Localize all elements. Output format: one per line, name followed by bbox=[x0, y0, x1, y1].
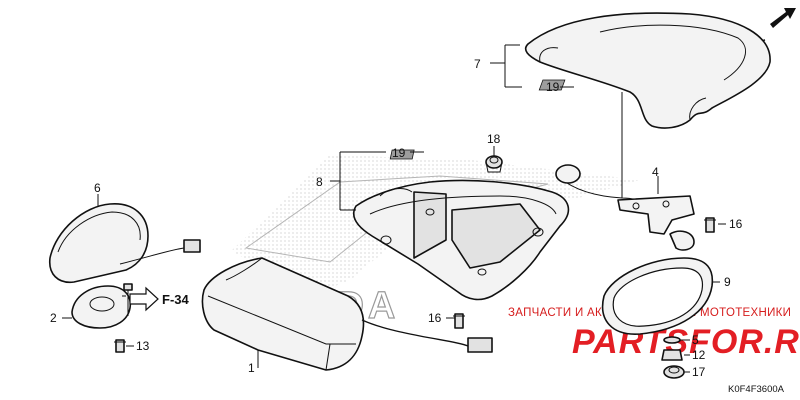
nut-12 bbox=[661, 349, 683, 361]
seal-pad-19b bbox=[389, 149, 415, 160]
callout-18: 18 bbox=[487, 132, 501, 146]
part-license-lamp-housing bbox=[71, 285, 132, 329]
screw-16-left bbox=[453, 313, 465, 329]
washer-5 bbox=[663, 336, 681, 344]
part-gasket-9 bbox=[601, 257, 714, 335]
screw-13 bbox=[114, 339, 126, 353]
front-arrow-icon bbox=[770, 8, 796, 28]
part-inner-fender bbox=[352, 149, 570, 301]
reference-f34: F-34 bbox=[129, 286, 190, 312]
connector-taillight bbox=[467, 337, 493, 353]
seal-pad-19a bbox=[538, 79, 566, 91]
callout-13: 13 bbox=[136, 339, 150, 353]
callout-16-left: 16 bbox=[428, 311, 442, 325]
callout-5: 5 bbox=[692, 333, 699, 347]
callout-4: 4 bbox=[652, 165, 659, 179]
callout-9: 9 bbox=[724, 275, 731, 289]
callout-19-middle: 19 bbox=[392, 146, 406, 160]
callout-2: 2 bbox=[50, 311, 57, 325]
part-grommet-18 bbox=[485, 155, 503, 173]
callout-labels: 1 2 4 5 6 7 8 9 12 13 16 16 17 18 19 19 bbox=[50, 57, 743, 379]
reference-label: F-34 bbox=[162, 292, 190, 307]
diagram-code: K0F4F3600A bbox=[728, 384, 785, 395]
callout-17: 17 bbox=[692, 365, 706, 379]
screw-lamp bbox=[123, 283, 133, 316]
callout-16-right: 16 bbox=[729, 217, 743, 231]
callout-8: 8 bbox=[316, 175, 323, 189]
connector-lamp bbox=[183, 239, 201, 253]
callout-6: 6 bbox=[94, 181, 101, 195]
callout-7: 7 bbox=[474, 57, 481, 71]
callout-1: 1 bbox=[248, 361, 255, 375]
screw-16-right bbox=[704, 217, 716, 233]
part-bracket-4 bbox=[555, 164, 695, 251]
reference-arrow-icon bbox=[129, 286, 159, 312]
part-tail-light bbox=[201, 257, 493, 371]
part-license-lamp-cover bbox=[49, 203, 201, 283]
part-seat-cowl bbox=[524, 12, 771, 129]
leader-lines bbox=[62, 44, 726, 373]
callout-12: 12 bbox=[692, 348, 706, 362]
nut-17 bbox=[663, 365, 685, 379]
callout-19-top: 19 bbox=[546, 80, 560, 94]
